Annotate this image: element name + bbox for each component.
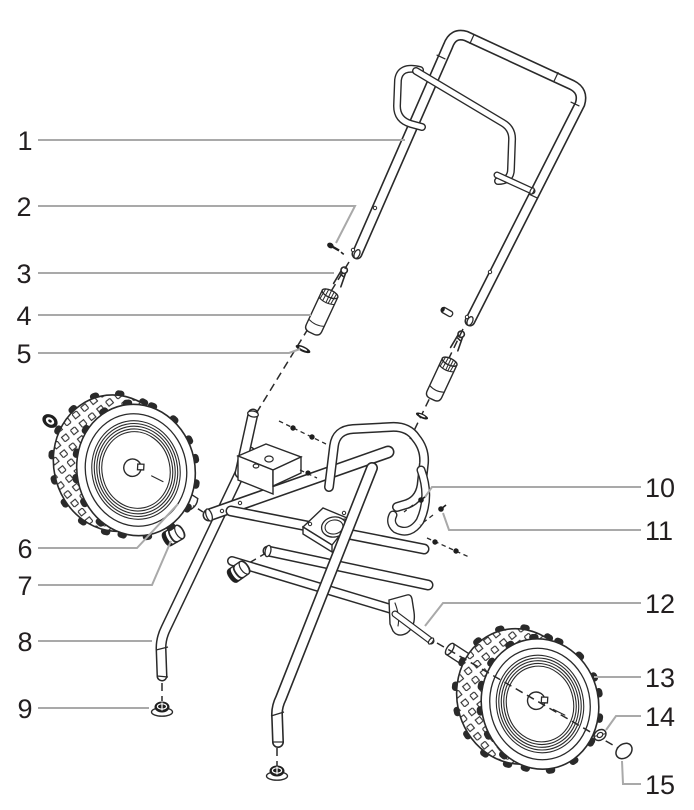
callout-2: 2 [16,192,357,244]
push-cap-rail [226,560,251,583]
part-label-9: 9 [17,694,32,724]
part-label-14: 14 [645,702,675,732]
handle-pin-right [440,306,454,318]
frame-screws [278,420,327,479]
loop-screws-lower [426,537,470,558]
part-label-3: 3 [16,259,31,289]
right-wheel [451,623,604,775]
part-label-8: 8 [17,627,32,657]
part-label-5: 5 [16,339,31,369]
foot-cap-front [265,765,289,781]
callout-7: 7 [17,540,172,601]
callout-12: 12 [424,589,675,627]
part-label-11: 11 [645,516,673,546]
callout-10: 10 [424,473,675,503]
right-axle-axis [436,642,619,749]
part-label-12: 12 [645,589,675,619]
callout-1: 1 [17,126,405,156]
assembly-axis-lines [142,261,464,766]
lock-sleeve-right [425,356,458,402]
part-label-7: 7 [17,571,32,601]
washer-right [593,728,607,742]
frame-mount-bracket [236,443,303,496]
part-label-15: 15 [645,770,675,800]
right-wheel-hub [526,691,566,716]
frame-axle-beam [202,445,395,522]
cap-nut-right [615,742,633,760]
axle-rod [391,610,435,645]
lock-sleeve-left [304,288,339,336]
left-wheel-hub [123,458,164,483]
handle-cross-lever [393,64,536,195]
part-label-4: 4 [16,301,31,331]
cap-nut-left [42,414,58,428]
callout-11: 11 [442,512,673,546]
handle-assembly [350,29,587,327]
handle-screw-left [327,242,345,255]
frame-right-loop [324,421,431,536]
callout-8: 8 [17,627,152,657]
cart-frame [155,408,435,748]
retaining-ring-right [415,412,429,420]
part-label-1: 1 [17,126,32,156]
left-wheel [48,389,201,541]
spring-clip-right [449,330,466,352]
part-label-10: 10 [645,473,675,503]
loop-screw-11 [419,504,447,526]
frame-left-leg [155,446,256,682]
callout-13: 13 [594,663,675,693]
foot-cap-left [150,701,174,717]
callout-14: 14 [605,702,675,732]
frame-front-leg [270,462,378,748]
callout-15: 15 [621,760,675,800]
callout-5: 5 [16,339,301,369]
part-label-6: 6 [17,534,32,564]
retaining-ring-left [295,344,311,354]
spring-clip-left [332,266,349,288]
callout-3: 3 [16,259,334,289]
callout-6: 6 [17,503,179,564]
callout-9: 9 [17,694,149,724]
part-label-13: 13 [645,663,675,693]
part-label-2: 2 [16,192,31,222]
callout-4: 4 [16,301,311,331]
